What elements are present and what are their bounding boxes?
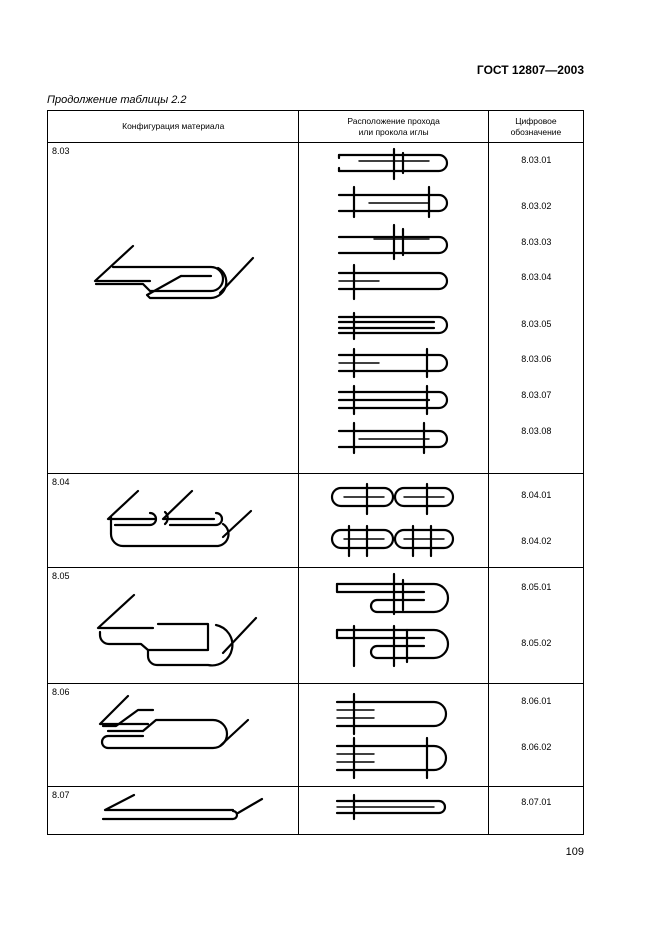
needle-location-drawings (338, 147, 449, 455)
needle-location-drawings (336, 692, 448, 780)
row-id: 8.07 (52, 790, 70, 800)
code-label: 8.03.08 (521, 426, 552, 436)
code-label: 8.04.02 (521, 536, 552, 546)
config-cell: 8.03 (46, 142, 300, 474)
code-label: 8.03.07 (521, 390, 552, 400)
stitch-diagram (338, 223, 449, 261)
page-number: 109 (565, 846, 584, 858)
material-configuration-drawing (101, 793, 264, 821)
needle-location-cell (298, 786, 489, 835)
row-id: 8.05 (52, 571, 70, 581)
code-cell: 8.06.01 8.06.02 (487, 683, 585, 787)
material-configuration-drawing (96, 593, 258, 667)
material-configuration-drawing (93, 244, 255, 300)
table-row: 8.06 8.0 (46, 683, 585, 787)
stitch-diagram (338, 384, 449, 416)
table-row: 8.03 (46, 142, 585, 474)
code-label: 8.03.03 (521, 237, 552, 247)
stitch-diagram (336, 624, 450, 668)
needle-location-drawings (336, 793, 447, 821)
code-cell: 8.05.01 8.05.02 (487, 567, 585, 684)
table-caption: Продолжение таблицы 2.2 (47, 94, 187, 106)
row-id: 8.04 (52, 477, 70, 487)
standard-designation: ГОСТ 12807—2003 (476, 63, 584, 77)
code-cell: 8.07.01 (487, 786, 585, 835)
stitch-diagram (338, 311, 449, 341)
code-label: 8.05.01 (521, 582, 552, 592)
config-cell: 8.05 (46, 567, 300, 684)
stitch-diagram (336, 692, 448, 736)
code-label: 8.07.01 (521, 797, 552, 807)
stitch-table: Конфигурация материала Расположение прох… (46, 110, 585, 835)
code-label: 8.04.01 (521, 490, 552, 500)
config-cell: 8.07 (46, 786, 300, 835)
code-label: 8.03.02 (521, 201, 552, 211)
row-id: 8.03 (52, 146, 70, 156)
code-cell: 8.04.01 8.04.02 (487, 473, 585, 568)
code-label: 8.06.01 (521, 696, 552, 706)
material-configuration-drawing (98, 694, 250, 750)
stitch-diagram (338, 347, 449, 379)
needle-location-cell (298, 142, 489, 474)
header-config: Конфигурация материала (46, 110, 300, 143)
needle-location-drawings (331, 482, 455, 558)
code-label: 8.03.04 (521, 272, 552, 282)
stitch-diagram (331, 482, 455, 516)
row-id: 8.06 (52, 687, 70, 697)
stitch-diagram (338, 421, 449, 455)
code-label: 8.03.05 (521, 319, 552, 329)
stitch-diagram (336, 572, 450, 616)
table-row: 8.05 (46, 567, 585, 684)
table-row: 8.04 (46, 473, 585, 568)
material-configuration-drawing (106, 489, 253, 548)
table-header-row: Конфигурация материала Расположение прох… (46, 110, 585, 143)
needle-location-cell (298, 683, 489, 787)
code-label: 8.05.02 (521, 638, 552, 648)
stitch-diagram (331, 524, 455, 558)
config-cell: 8.04 (46, 473, 300, 568)
table-row: 8.07 8.07.01 (46, 786, 585, 835)
code-label: 8.06.02 (521, 742, 552, 752)
stitch-diagram (338, 147, 449, 181)
stitch-diagram (338, 185, 449, 219)
stitch-diagram (336, 736, 448, 780)
code-label: 8.03.06 (521, 354, 552, 364)
stitch-diagram (338, 263, 449, 301)
code-cell: 8.03.01 8.03.02 8.03.03 8.03.04 8.03.05 … (487, 142, 585, 474)
config-cell: 8.06 (46, 683, 300, 787)
code-label: 8.03.01 (521, 155, 552, 165)
needle-location-drawings (336, 572, 450, 668)
needle-location-cell (298, 567, 489, 684)
needle-location-cell (298, 473, 489, 568)
stitch-diagram (336, 793, 447, 821)
